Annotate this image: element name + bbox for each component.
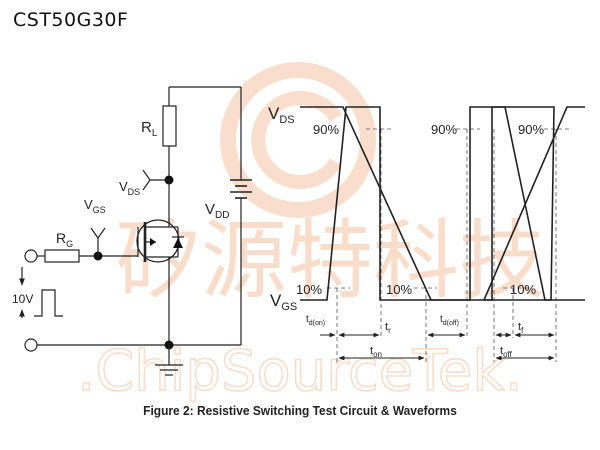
level-guides — [327, 128, 570, 362]
rl-label: RL — [141, 119, 158, 139]
tf-label: tf — [518, 321, 524, 335]
mosfet-symbol — [136, 205, 184, 274]
input-terminal-top — [24, 249, 38, 263]
pct10-label-1: 10% — [296, 282, 322, 297]
vgs-waveform-label: VGS — [270, 291, 297, 313]
toff-label: toff — [500, 345, 513, 359]
rg-label: RG — [56, 230, 73, 249]
waveform-labels: VDS VGS 90% 90% 90% 10% 10% 10% td(on) t… — [268, 104, 544, 359]
td-off-label: td(off) — [440, 314, 459, 327]
pct90-label-1: 90% — [313, 122, 339, 137]
watermark-chinese: 矽源特科技 — [115, 211, 545, 311]
part-number: CST50G30F — [13, 9, 129, 31]
td-on-label: td(on) — [306, 314, 325, 327]
pct90-label-2: 90% — [431, 122, 457, 137]
vdd-label: VDD — [205, 201, 229, 221]
pct90-label-3: 90% — [518, 122, 544, 137]
ground-symbol — [155, 364, 183, 376]
ton-label: ton — [370, 345, 382, 359]
test-circuit — [19, 86, 252, 376]
vgs-waveform — [300, 106, 585, 301]
input-pulse — [19, 267, 63, 318]
figure-caption: Figure 2: Resistive Switching Test Circu… — [143, 403, 457, 418]
vds-waveform-label: VDS — [268, 104, 295, 126]
pct10-label-2: 10% — [386, 282, 412, 297]
pct10-label-3: 10% — [510, 282, 536, 297]
gate-resistor — [44, 249, 80, 263]
load-resistor — [162, 105, 177, 147]
tr-label: tr — [385, 321, 391, 335]
watermark-english: .ChipSourceTek. — [77, 339, 522, 404]
timing-arrows — [320, 332, 555, 361]
watermark: 矽源特科技 .ChipSourceTek. — [77, 62, 545, 405]
vgs-probe-label: VGS — [84, 197, 106, 215]
pulse-amplitude-label: 10V — [12, 292, 33, 306]
circuit-labels: RL VDS VGS RG VDD 10V — [12, 119, 229, 306]
watermark-logo — [220, 62, 376, 218]
vds-probe-label: VDS — [119, 179, 140, 197]
waveforms — [300, 106, 585, 362]
input-terminal-bottom — [24, 338, 38, 352]
